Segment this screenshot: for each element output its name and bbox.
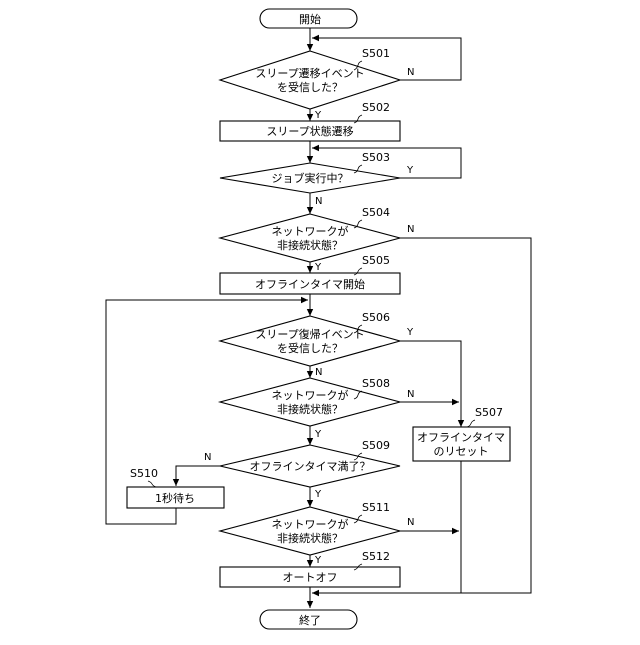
- step-s506: S506: [362, 311, 390, 324]
- s508-no-label: N: [407, 389, 414, 400]
- start-terminal: 開始: [260, 9, 357, 28]
- decision-s511: ネットワークが 非接続状態？: [220, 507, 400, 555]
- start-label: 開始: [299, 12, 321, 26]
- step-s507: S507: [475, 406, 503, 419]
- leader-s507: [467, 420, 475, 427]
- edge-s506-yes-s507: [400, 341, 461, 427]
- decision-s503: ジョブ実行中？: [220, 163, 400, 193]
- decision-s506-line1: スリープ復帰イベント: [255, 328, 364, 341]
- decision-s511-line1: ネットワークが: [272, 517, 349, 531]
- step-s504: S504: [362, 206, 390, 219]
- process-s507-line1: オフラインタイマ: [417, 431, 505, 444]
- s509-yes-label: Y: [314, 489, 322, 500]
- end-terminal: 終了: [260, 610, 357, 629]
- decision-s504-line2: 非接続状態？: [277, 238, 343, 252]
- s503-no-label: N: [315, 196, 322, 207]
- decision-s511-line2: 非接続状態？: [277, 531, 343, 545]
- process-s502: スリープ状態遷移: [220, 121, 400, 141]
- decision-s508-line1: ネットワークが: [272, 388, 349, 402]
- step-s510: S510: [130, 467, 158, 480]
- decision-s503-line1: ジョブ実行中？: [272, 171, 349, 185]
- s511-yes-label: Y: [314, 555, 322, 566]
- decision-s501-line1: スリープ遷移イベント: [255, 67, 364, 80]
- s501-yes-label: Y: [314, 110, 322, 121]
- leader-s510: [148, 481, 156, 487]
- step-s508: S508: [362, 377, 390, 390]
- process-s507-line2: のリセット: [434, 445, 489, 458]
- process-s505: オフラインタイマ開始: [220, 273, 400, 294]
- process-s510: 1秒待ち: [127, 487, 224, 508]
- s501-no-label: N: [407, 67, 414, 78]
- step-s512: S512: [362, 550, 390, 563]
- step-s511: S511: [362, 501, 390, 514]
- s509-no-label: N: [204, 452, 211, 463]
- s504-yes-label: Y: [314, 262, 322, 273]
- step-s502: S502: [362, 101, 390, 114]
- decision-s506-line2: を受信した？: [277, 342, 343, 355]
- step-s509: S509: [362, 439, 390, 452]
- process-s512-line1: オートオフ: [283, 571, 338, 584]
- s511-no-label: N: [407, 517, 414, 528]
- process-s502-line1: スリープ状態遷移: [266, 124, 353, 138]
- process-s505-line1: オフラインタイマ開始: [255, 277, 365, 291]
- edge-s509-no-s510: [176, 466, 220, 486]
- decision-s501-line2: を受信した？: [277, 81, 343, 94]
- s508-yes-label: Y: [314, 429, 322, 440]
- step-s505: S505: [362, 254, 390, 267]
- process-s512: オートオフ: [220, 567, 400, 587]
- decision-s509-line1: オフラインタイマ満了？: [250, 460, 371, 473]
- s504-no-label: N: [407, 224, 414, 235]
- decision-s504-line1: ネットワークが: [272, 224, 349, 238]
- step-s503: S503: [362, 151, 390, 164]
- end-label: 終了: [299, 613, 321, 627]
- s506-no-label: N: [315, 367, 322, 378]
- decision-s508-line2: 非接続状態？: [277, 402, 343, 416]
- process-s507: オフラインタイマ のリセット: [413, 427, 510, 461]
- step-s501: S501: [362, 47, 390, 60]
- s503-yes-label: Y: [406, 165, 414, 176]
- process-s510-line1: 1秒待ち: [155, 491, 195, 505]
- s506-yes-label: Y: [406, 327, 414, 338]
